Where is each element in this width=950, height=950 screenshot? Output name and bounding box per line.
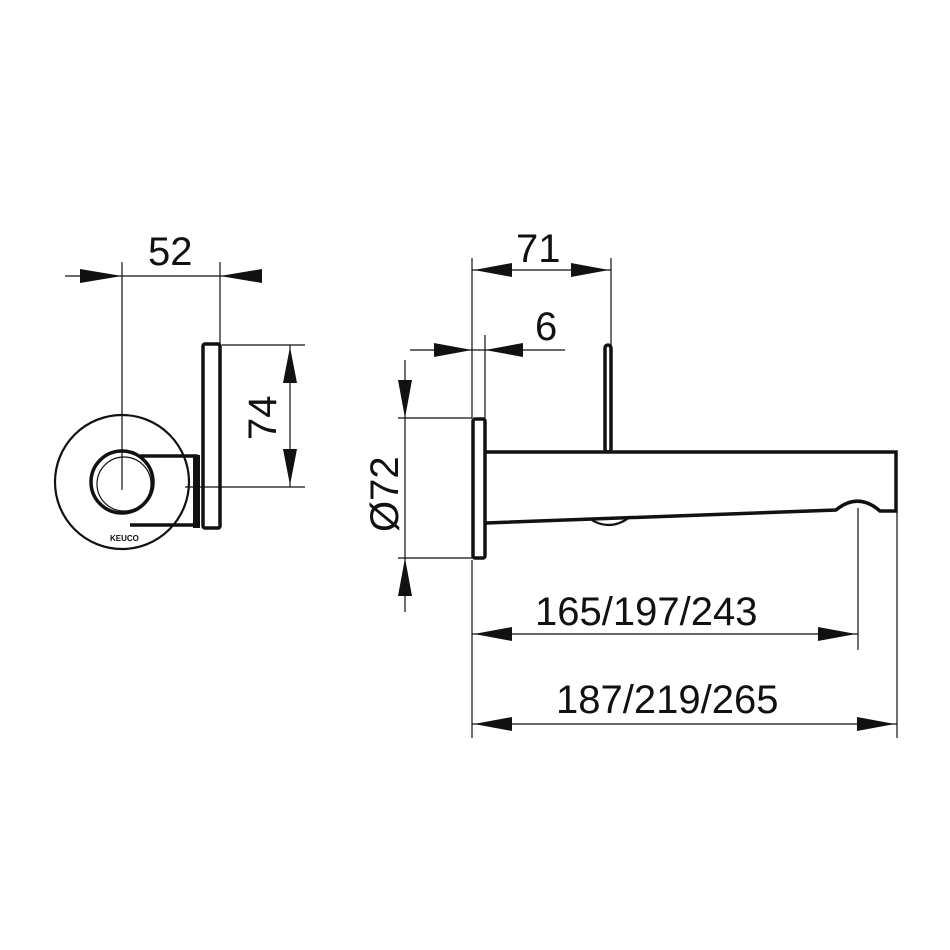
brand-logo: KEUCO xyxy=(110,534,139,543)
arrow xyxy=(220,269,262,283)
arrow xyxy=(80,269,122,283)
arrow xyxy=(398,380,412,418)
arrow xyxy=(571,263,609,277)
dimension-label-52: 52 xyxy=(148,230,193,274)
arrow xyxy=(434,343,472,357)
dimension-label-6: 6 xyxy=(535,305,557,349)
arrow xyxy=(283,347,297,383)
arrow xyxy=(474,627,512,641)
dimension-label-diameter-72: Ø72 xyxy=(363,456,407,532)
arrow xyxy=(283,449,297,485)
knob-inner xyxy=(96,456,152,512)
arrow xyxy=(474,717,512,731)
aerator-bump xyxy=(589,516,631,527)
front-view: KEUCO 52 74 xyxy=(53,230,305,551)
lever-riser xyxy=(603,343,613,454)
arrow xyxy=(818,627,856,641)
rosette-plate xyxy=(471,417,487,560)
arrow xyxy=(474,263,512,277)
side-view: 71 6 Ø72 165/197/243 187/219/265 xyxy=(363,227,898,738)
lever-plate xyxy=(201,342,222,530)
dimension-label-total-length: 187/219/265 xyxy=(556,678,778,722)
lever-band xyxy=(193,455,200,528)
dimension-label-74: 74 xyxy=(241,396,285,441)
arrow xyxy=(857,717,895,731)
dimension-label-71: 71 xyxy=(516,227,561,271)
arrow xyxy=(485,343,523,357)
spout-body xyxy=(485,450,898,525)
arrow xyxy=(398,558,412,596)
dimension-label-outlet-length: 165/197/243 xyxy=(535,590,757,634)
